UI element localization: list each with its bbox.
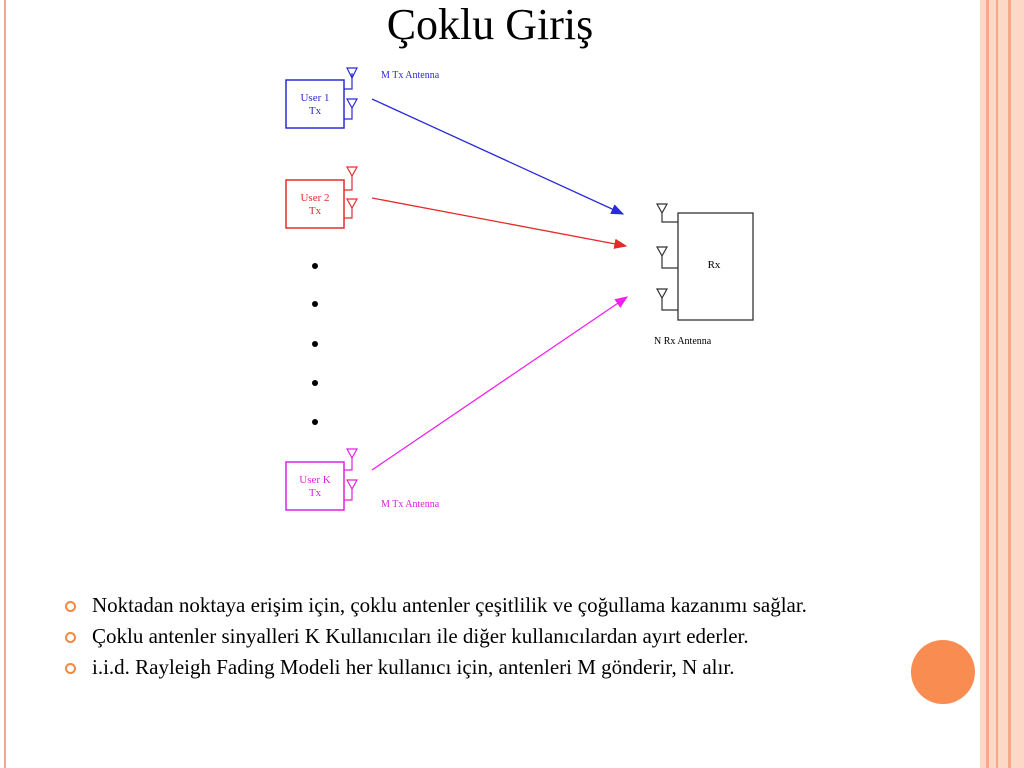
list-item: Noktadan noktaya erişim için, çoklu ante… xyxy=(62,594,962,617)
frame-right-decoration xyxy=(980,0,1024,768)
user-k-tx-label: Tx xyxy=(309,487,322,499)
tx-antenna-label-bottom: M Tx Antenna xyxy=(381,499,440,510)
ellipsis-dots xyxy=(312,263,318,425)
user-k-label: User K xyxy=(299,474,331,486)
slide-title: Çoklu Giriş xyxy=(386,0,594,49)
bullet-list: Noktadan noktaya erişim için, çoklu ante… xyxy=(62,594,962,687)
antenna-icon xyxy=(655,203,678,311)
rx-antenna-label: N Rx Antenna xyxy=(654,336,712,347)
bullet-circle-icon xyxy=(65,632,76,643)
receiver-label: Rx xyxy=(708,259,721,271)
signal-arrow-user-2 xyxy=(371,197,628,249)
antenna-icon xyxy=(344,67,359,120)
receiver: Rx N Rx Antenna xyxy=(654,203,754,347)
signal-arrow-user-1 xyxy=(371,98,625,215)
frame-left-line xyxy=(4,0,6,768)
decorative-circle xyxy=(911,640,975,704)
user-k-transmitter: User K Tx M Tx Antenna xyxy=(285,448,440,511)
bullet-circle-icon xyxy=(65,601,76,612)
user-1-transmitter: User 1 Tx M Tx Antenna xyxy=(285,67,440,129)
user-1-tx-label: Tx xyxy=(309,105,322,117)
user-2-label: User 2 xyxy=(300,192,329,204)
user-2-transmitter: User 2 Tx xyxy=(285,166,359,229)
tx-antenna-label-top: M Tx Antenna xyxy=(381,70,440,81)
signal-arrow-user-k xyxy=(371,296,629,471)
antenna-icon xyxy=(344,166,359,219)
bullet-circle-icon xyxy=(65,663,76,674)
user-1-label: User 1 xyxy=(300,92,329,104)
list-item: i.i.d. Rayleigh Fading Modeli her kullan… xyxy=(62,656,962,679)
user-2-tx-label: Tx xyxy=(309,205,322,217)
list-item: Çoklu antenler sinyalleri K Kullanıcılar… xyxy=(62,625,962,648)
antenna-icon xyxy=(344,448,359,501)
